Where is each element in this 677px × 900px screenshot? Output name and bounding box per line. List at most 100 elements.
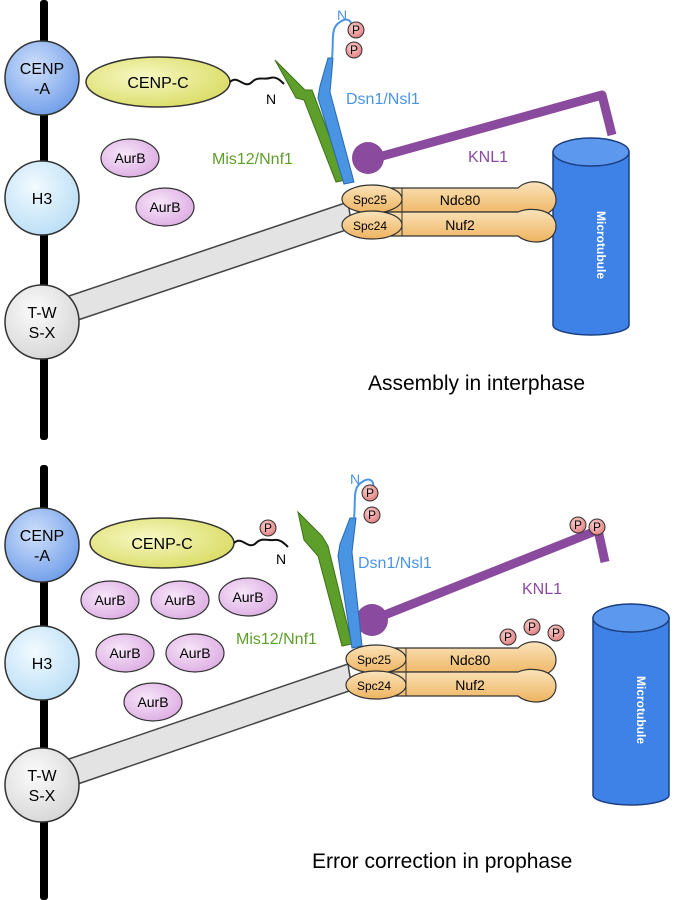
phospho-site: P [547,624,565,642]
microtubule-label: Microtubule [634,676,648,744]
aurb-label: AurB [164,592,195,608]
mis12-label: Mis12/Nnf1 [236,631,317,648]
phospho-site: P [259,519,277,537]
aurb-label: AurB [109,645,140,661]
aurb-kinase: AurB [135,187,195,227]
tw-label-line1: T-W [27,768,57,785]
microtubule: Microtubule [592,603,670,806]
phospho-label: P [552,626,560,640]
tw-label-line1: T-W [27,305,57,322]
aurb-label: AurB [232,589,263,605]
panel-interphase: CENP -A H3 T-W S-X CENP-C N AurB [4,0,630,440]
panel-prophase: CENP -A H3 T-W S-X CENP-C N P AurB [4,465,670,900]
aurb-label: AurB [94,592,125,608]
aurb-kinase: AurB [100,138,160,178]
panel-caption: Error correction in prophase [312,850,572,873]
tw-linker-bar [65,201,353,323]
cenp-a-label-line1: CENP [20,61,64,78]
dsn1-tail [353,478,375,519]
ndc80-label: Ndc80 [440,192,481,208]
aurb-kinase: AurB [95,633,155,673]
dsn1-n-terminus: N [337,7,347,23]
knl1: KNL1 [352,90,617,174]
mis12-complex: N Mis12/Nnf1 Dsn1/Nsl1 P P [236,471,432,649]
cenp-a-label-line1: CENP [20,528,64,545]
dsn1-label: Dsn1/Nsl1 [358,555,432,572]
h3-nucleosome: H3 [4,160,80,236]
dsn1-nsl1 [317,57,355,185]
ndc80-label: Ndc80 [450,652,491,668]
phospho-site: P [588,518,606,536]
tw-nucleosome: T-W S-X [4,284,80,360]
cenp-a-nucleosome: CENP -A [4,40,80,116]
h3-label: H3 [32,656,53,673]
cenp-c-label: CENP-C [131,536,192,553]
phospho-site: P [363,506,381,524]
phospho-label: P [528,620,536,634]
cenp-c-label: CENP-C [127,75,188,92]
spc24-label: Spc24 [357,679,391,693]
phospho-site: P [499,628,517,646]
phospho-label: P [368,508,376,522]
cenp-c: CENP-C N [85,56,285,108]
aurb-label: AurB [137,694,168,710]
mis12-nnf1 [274,59,347,183]
panel-caption: Assembly in interphase [368,372,585,395]
spc25-label: Spc25 [357,653,391,667]
cenp-c: CENP-C N P [89,517,289,569]
microtubule: Microtubule [552,137,630,336]
phospho-site: P [361,484,379,502]
aurb-kinase: AurB [218,577,278,617]
cenp-a-label-line2: -A [34,81,50,98]
aurb-label: AurB [179,645,210,661]
aurb-group: AurB AurB [100,138,195,227]
cenp-a-label-line2: -A [34,548,50,565]
cenp-c-tail [233,538,289,548]
phospho-label: P [350,43,358,57]
tw-label-line2: S-X [29,325,56,342]
spc25-label: Spc25 [353,193,387,207]
phospho-label: P [264,521,272,535]
dsn1-label: Dsn1/Nsl1 [346,91,420,108]
phospho-site: P [345,41,363,59]
cenp-a-nucleosome: CENP -A [4,507,80,583]
cenp-c-n-terminus: N [276,551,286,567]
aurb-group: AurB AurB AurB AurB AurB AurB [80,577,278,722]
microtubule-label: Microtubule [594,211,608,279]
aurb-label: AurB [149,199,180,215]
spc24-label: Spc24 [353,219,387,233]
phospho-site: P [347,21,365,39]
nuf2-label: Nuf2 [455,677,485,693]
mis12-nnf1 [297,510,353,647]
h3-nucleosome: H3 [4,625,80,701]
tw-linker-bar [65,663,353,787]
mis12-complex: N Mis12/Nnf1 Dsn1/Nsl1 P P [212,7,420,185]
dsn1-n-terminus: N [350,471,360,487]
cenp-c-n-terminus: N [266,91,276,107]
mis12-label: Mis12/Nnf1 [212,151,293,168]
aurb-kinase: AurB [123,682,183,722]
knl1-label: KNL1 [468,149,508,166]
phospho-label: P [366,486,374,500]
aurb-kinase: AurB [165,633,225,673]
aurb-label: AurB [114,150,145,166]
phospho-label: P [574,518,582,532]
phospho-site: P [569,516,587,534]
h3-label: H3 [32,191,53,208]
knl1: KNL1 P P [356,516,610,636]
phospho-site: P [523,618,541,636]
tw-nucleosome: T-W S-X [4,747,80,823]
phospho-label: P [504,630,512,644]
knl1-label: KNL1 [522,581,562,598]
dsn1-nsl1 [337,517,363,649]
tw-label-line2: S-X [29,788,56,805]
ndc80-complex: Spc25 Spc24 Ndc80 Nuf2 P P P [345,618,565,703]
phospho-label: P [352,23,360,37]
nuf2-label: Nuf2 [445,217,475,233]
aurb-kinase: AurB [150,580,210,620]
phospho-label: P [593,520,601,534]
ndc80-complex: Spc25 Spc24 Ndc80 Nuf2 [341,181,557,243]
cenp-c-tail [229,76,285,86]
aurb-kinase: AurB [80,580,140,620]
